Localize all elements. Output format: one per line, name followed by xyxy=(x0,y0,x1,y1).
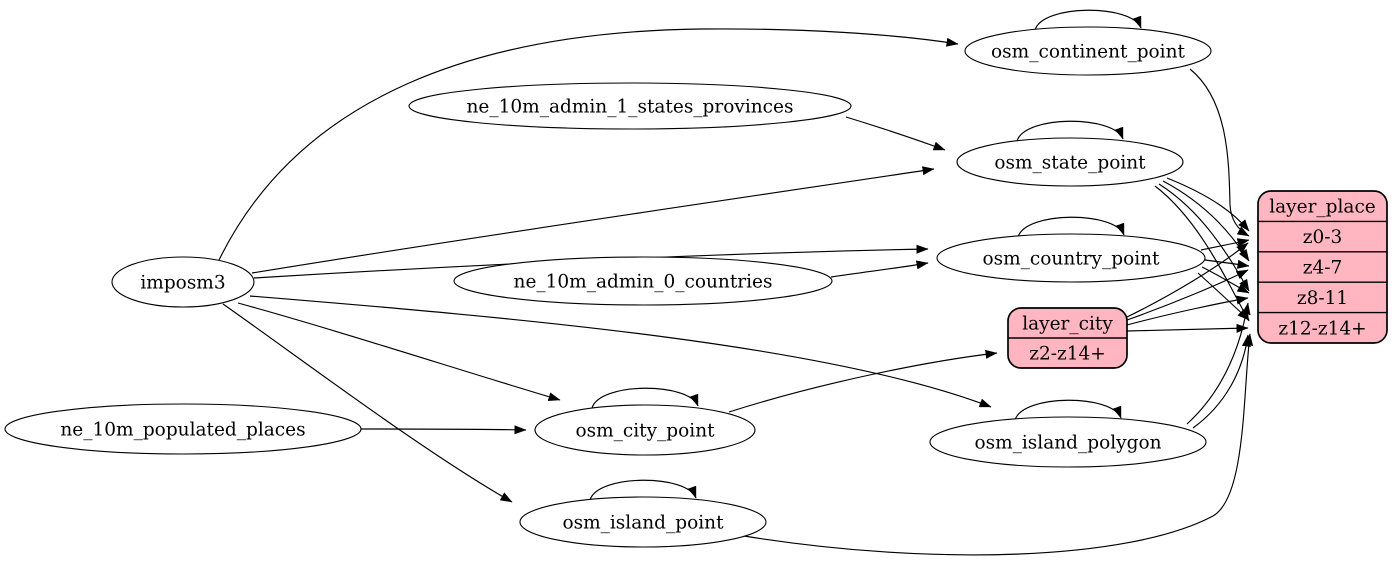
edge-osm-state-point-to-layer-place-z8-11 xyxy=(1158,183,1250,292)
edge-osm-country-point-to-osm-country-point xyxy=(1017,216,1125,238)
node-shape-ne-10m-admin-0-countries xyxy=(453,256,833,306)
node-shape-ne-10m-populated-places xyxy=(4,403,362,455)
node-shape-osm-country-point xyxy=(936,233,1206,283)
node-shape-osm-island-polygon xyxy=(929,416,1207,468)
record-layer-place: layer_place z0-3 z4-7 z8-11 z12-z14+ xyxy=(1257,190,1388,344)
node-label-osm-island-point: osm_island_point xyxy=(562,513,724,534)
edge-imposm3-to-osm-city-point xyxy=(237,302,561,402)
node-osm-state-point: osm_state_point xyxy=(956,137,1184,187)
node-ne-10m-admin-0-countries: ne_10m_admin_0_countries xyxy=(453,256,833,306)
node-osm-island-point: osm_island_point xyxy=(519,496,767,548)
node-label-osm-island-polygon: osm_island_polygon xyxy=(974,433,1161,454)
node-osm-city-point: osm_city_point xyxy=(534,404,756,456)
record-layer-city: layer_city z2-z14+ xyxy=(1007,307,1128,369)
node-shape-osm-continent-point xyxy=(964,26,1212,76)
node-ne-10m-populated-places: ne_10m_populated_places xyxy=(4,403,362,455)
edge-osm-city-point-to-osm-city-point xyxy=(591,387,699,409)
edge-ne-10m-admin-0-countries-to-osm-country-point xyxy=(830,260,929,278)
edge-osm-country-point-to-layer-place-z8-11 xyxy=(1201,266,1250,294)
node-label-ne-10m-admin-1-states-provinces: ne_10m_admin_1_states_provinces xyxy=(467,97,794,118)
edge-osm-country-point-to-layer-place-z12-z14 xyxy=(1197,272,1250,321)
edge-osm-island-point-to-layer-place-z12-z14 xyxy=(743,333,1254,556)
edge-imposm3-to-osm-island-polygon xyxy=(249,295,992,408)
node-ne-10m-admin-1-states-provinces: ne_10m_admin_1_states_provinces xyxy=(408,82,852,130)
node-imposm3: imposm3 xyxy=(111,256,255,308)
edge-osm-continent-point-to-osm-continent-point xyxy=(1034,9,1142,31)
edge-osm-continent-point-to-layer-place-z0-3 xyxy=(1189,68,1250,237)
record-row-layer-city-z2-z14: z2-z14+ xyxy=(1029,344,1106,365)
node-shape-osm-city-point xyxy=(534,404,756,456)
record-row-layer-place-z0-3: z0-3 xyxy=(1303,227,1343,248)
record-row-layer-place-z4-7: z4-7 xyxy=(1303,258,1343,279)
node-label-imposm3: imposm3 xyxy=(140,273,225,294)
edge-osm-island-point-to-osm-island-point xyxy=(589,479,697,501)
edge-imposm3-to-osm-state-point xyxy=(251,166,935,274)
edge-osm-state-point-to-layer-place-z0-3 xyxy=(1166,177,1250,232)
record-row-layer-place-z8-11: z8-11 xyxy=(1297,288,1348,309)
edge-imposm3-to-osm-continent-point xyxy=(218,28,959,261)
node-label-osm-continent-point: osm_continent_point xyxy=(991,42,1185,63)
node-osm-continent-point: osm_continent_point xyxy=(964,26,1212,76)
edge-osm-state-point-to-osm-state-point xyxy=(1016,120,1124,142)
node-osm-country-point: osm_country_point xyxy=(936,233,1206,283)
node-label-ne-10m-admin-0-countries: ne_10m_admin_0_countries xyxy=(514,272,773,293)
edge-osm-island-polygon-to-layer-place-z12-z14 xyxy=(1192,334,1251,429)
node-osm-island-polygon: osm_island_polygon xyxy=(929,416,1207,468)
edge-osm-city-point-to-layer-city-z2-z14 xyxy=(728,349,998,413)
record-row-layer-place-z12-z14: z12-z14+ xyxy=(1278,318,1366,339)
node-label-osm-state-point: osm_state_point xyxy=(994,153,1146,174)
node-label-ne-10m-populated-places: ne_10m_populated_places xyxy=(60,420,305,441)
edge-osm-island-polygon-to-layer-place-z8-11 xyxy=(1186,302,1251,425)
edge-layer-city-to-layer-place-z8-11 xyxy=(1126,295,1249,326)
edge-layer-city-to-layer-place-z4-7 xyxy=(1126,269,1249,321)
node-shape-imposm3 xyxy=(111,256,255,308)
edge-ne-10m-populated-places-to-osm-city-point xyxy=(360,425,527,435)
edge-layer-city-to-layer-place-z0-3 xyxy=(1126,242,1249,318)
record-shape-layer-place xyxy=(1257,190,1388,344)
edge-osm-country-point-to-layer-place-z0-3 xyxy=(1200,238,1250,251)
record-title-layer-city-layer-city: layer_city xyxy=(1022,314,1113,335)
node-label-osm-city-point: osm_city_point xyxy=(575,421,715,442)
edge-osm-island-polygon-to-osm-island-polygon xyxy=(1014,399,1122,421)
record-title-layer-place-layer-place: layer_place xyxy=(1269,197,1376,218)
edge-layer-city-to-layer-place-z12-z14 xyxy=(1126,323,1249,333)
node-shape-osm-state-point xyxy=(956,137,1184,187)
edge-ne-10m-admin-1-states-provinces-to-osm-state-point xyxy=(845,116,946,151)
node-shape-ne-10m-admin-1-states-provinces xyxy=(408,82,852,130)
edge-osm-country-point-to-layer-place-z4-7 xyxy=(1204,259,1250,269)
edge-imposm3-to-osm-island-point xyxy=(222,303,513,503)
node-label-osm-country-point: osm_country_point xyxy=(983,249,1161,270)
node-shape-osm-island-point xyxy=(519,496,767,548)
